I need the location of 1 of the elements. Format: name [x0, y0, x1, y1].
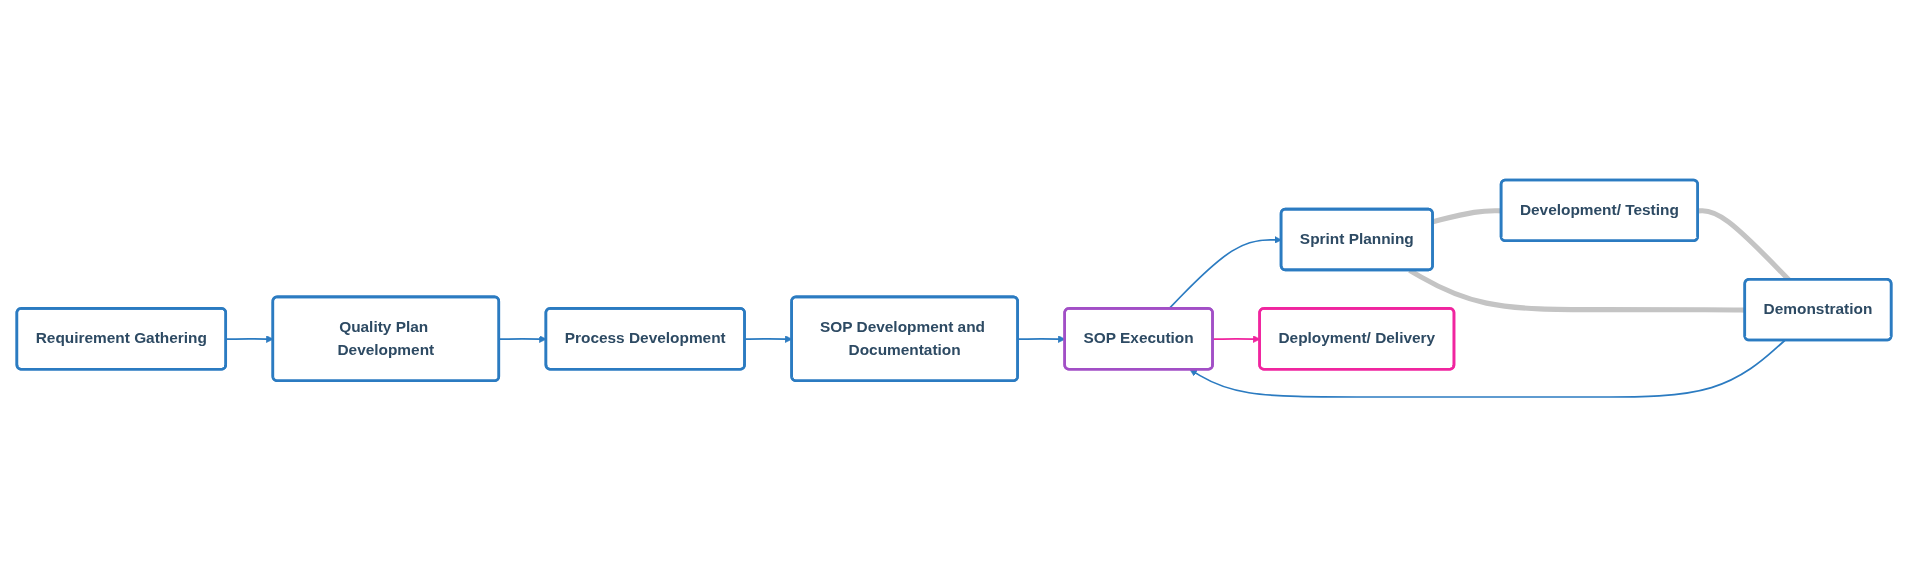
connector	[1432, 208, 1502, 225]
